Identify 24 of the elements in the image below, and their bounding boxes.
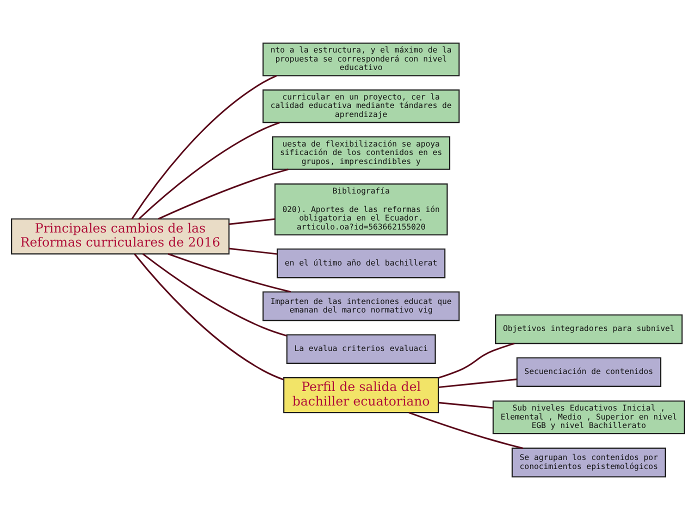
node-box: Se agrupan los contenidos por conocimientos epistemológicos: [512, 448, 666, 478]
connector: [438, 402, 494, 409]
connector: [408, 412, 524, 449]
connector: [131, 75, 277, 220]
node-box: Bibliografía 020). Aportes de las reformas ión obligatoria en el Ecuador. articulo.oa?id=563662155020: [274, 183, 448, 236]
connector: [229, 248, 278, 255]
node-box: Sub niveles Educativos Inicial , Elemental , Medio , Superior en nivel EGB y nivel Bachillerato: [492, 400, 686, 434]
node-box: Perfil de salida del bachiller ecuatoriano: [283, 377, 440, 414]
connector: [438, 342, 515, 379]
connector: [229, 218, 276, 225]
node-box: curricular en un proyecto, cer la calidad educativa mediante tándares de aprendizaje: [262, 89, 460, 124]
node-box: uesta de flexibilización se apoya sificación de los contenidos en es grupos, imprescindibles y: [272, 136, 450, 170]
node-box: Objetivos integradores para subnivel: [495, 314, 683, 344]
connector: [138, 122, 280, 220]
node-box: La evalua criterios evaluaci: [286, 334, 436, 364]
connector: [142, 253, 287, 337]
connector: [158, 168, 288, 220]
node-box: en el último año del bachillerat: [276, 248, 446, 278]
node-box: nto a la estructura, y el máximo de la propuesta se corresponderá con nivel educativo: [262, 42, 460, 76]
connector: [438, 378, 517, 388]
node-box: Imparten de las intenciones educat que emanan del marco normativo vig: [262, 291, 460, 322]
node-box: Principales cambios de las Reformas curriculares de 2016: [10, 218, 230, 254]
node-box: Secuenciación de contenidos: [516, 357, 662, 387]
connector: [134, 253, 284, 380]
